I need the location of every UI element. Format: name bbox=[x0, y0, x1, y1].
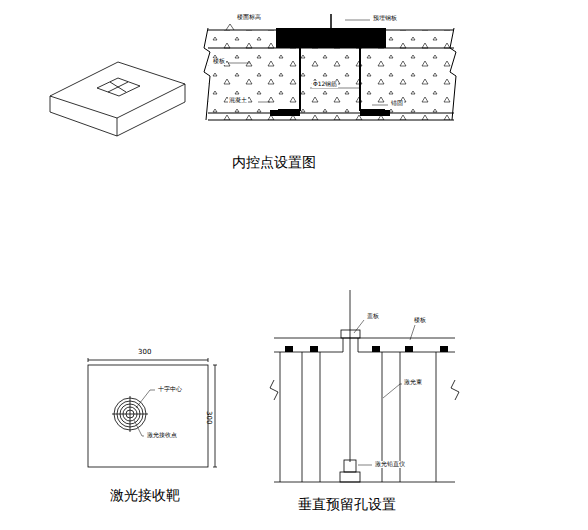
vertical-hole-section bbox=[270, 290, 459, 482]
seat-blocks bbox=[285, 346, 448, 352]
control-block-isometric bbox=[50, 62, 185, 136]
callout-label: 楼板 bbox=[413, 317, 427, 324]
callout-label: 激光束 bbox=[403, 379, 423, 386]
figure-caption: 激光接收靶 bbox=[110, 488, 180, 503]
callout-label: 十字中心 bbox=[157, 386, 183, 393]
callout-label: 楼板 bbox=[212, 58, 226, 65]
control-point-section bbox=[204, 14, 456, 120]
dimension-label: 300 bbox=[138, 349, 151, 357]
figure-caption: 垂直预留孔设置 bbox=[298, 497, 396, 512]
callout-label: 盖板 bbox=[366, 313, 380, 320]
dimension-label: 300 bbox=[204, 411, 212, 424]
callout-label: Φ12钢筋 bbox=[312, 81, 338, 88]
callout-label: 锚固 bbox=[390, 100, 404, 107]
laser-target-plan bbox=[88, 358, 217, 467]
callout-label: 预埋钢板 bbox=[372, 15, 398, 22]
callout-label: 激光接收点 bbox=[146, 432, 178, 439]
callout-label: 混凝土 bbox=[228, 97, 248, 104]
callout-label: 激光铅直仪 bbox=[374, 461, 406, 468]
figure-caption: 内控点设置图 bbox=[232, 155, 316, 170]
callout-label: 楼面标高 bbox=[236, 14, 262, 21]
